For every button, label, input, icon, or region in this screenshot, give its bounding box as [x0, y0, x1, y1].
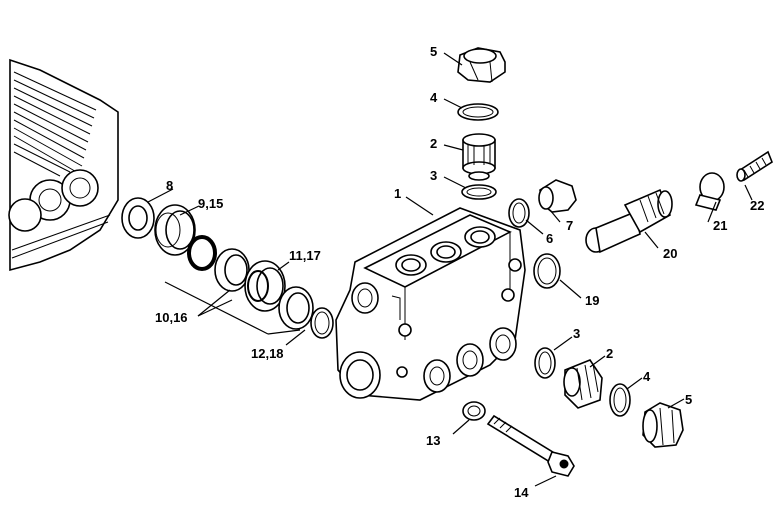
part-3-oring-top — [461, 184, 497, 200]
callout-2-top: 2 — [430, 136, 437, 151]
part-7-plug — [538, 179, 577, 213]
callout-20: 20 — [663, 246, 677, 261]
callout-6: 6 — [546, 231, 553, 246]
callout-7: 7 — [566, 218, 573, 233]
part-4-oring-top — [457, 103, 499, 121]
part-8-seal — [121, 197, 155, 239]
callout-4-right: 4 — [643, 369, 651, 384]
callout-4-top: 4 — [430, 90, 438, 105]
callout-14: 14 — [514, 485, 529, 500]
part-1-manifold — [335, 207, 526, 401]
callout-3-top: 3 — [430, 168, 437, 183]
part-2-valve-right — [563, 359, 603, 409]
o-ring — [187, 235, 217, 271]
part-9-15-seal — [154, 204, 196, 256]
part-2-valve-top — [462, 133, 496, 181]
part-21-clip — [694, 172, 725, 211]
callout-1: 1 — [394, 186, 401, 201]
part-10-16-ring — [214, 248, 250, 292]
callout-21: 21 — [713, 218, 727, 233]
callout-8: 8 — [166, 178, 173, 193]
part-12-18-ring — [278, 286, 314, 330]
leader-lines — [147, 52, 753, 487]
part-4-oring-right — [609, 383, 631, 417]
callout-22: 22 — [750, 198, 764, 213]
part-22-spring — [736, 150, 773, 182]
callout-19: 19 — [585, 293, 599, 308]
callout-13: 13 — [426, 433, 440, 448]
callout-2-right: 2 — [606, 346, 613, 361]
callout-labels: 5 4 2 3 1 8 9,15 11,17 10,16 12,18 6 7 1… — [155, 44, 764, 500]
part-20-unloader — [585, 188, 673, 254]
callout-10-16: 10,16 — [155, 310, 188, 325]
pump-housing — [8, 58, 119, 272]
part-5-plug-right — [642, 402, 684, 448]
part-11-17-seal — [244, 260, 286, 312]
callout-12-18: 12,18 — [251, 346, 284, 361]
callout-5-right: 5 — [685, 392, 692, 407]
callout-3-right: 3 — [573, 326, 580, 341]
part-13-washer — [462, 401, 486, 421]
part-14-bolt — [486, 414, 575, 477]
part-6-washer — [508, 198, 530, 228]
part-5-plug-top — [457, 47, 506, 83]
callout-9-15: 9,15 — [198, 196, 223, 211]
callout-11-17: 11,17 — [289, 248, 321, 263]
part-19-oring — [533, 253, 561, 289]
callout-5-top: 5 — [430, 44, 437, 59]
part-3-oring-right — [534, 347, 556, 379]
part-12-18-washer — [310, 307, 334, 339]
